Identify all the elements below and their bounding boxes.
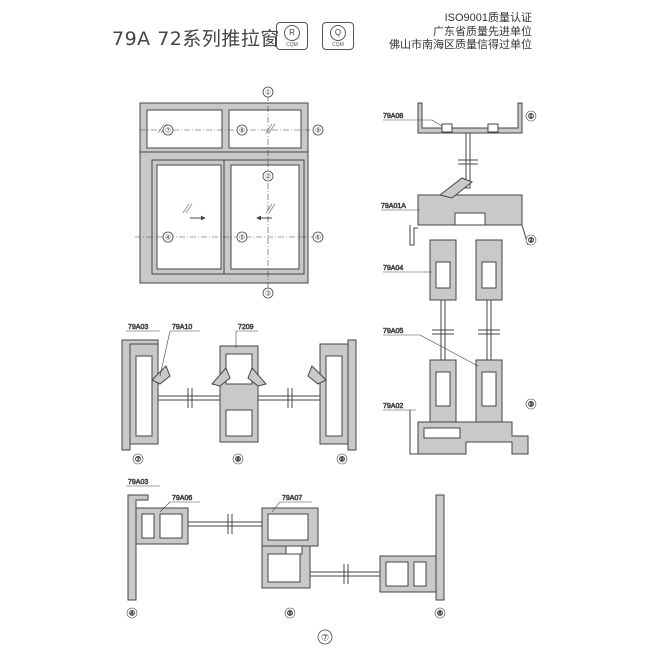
top-left-light <box>146 109 223 149</box>
glass-top-right <box>257 395 321 401</box>
callout-7: ⑦ <box>135 456 141 464</box>
label-79A03: 79A03 <box>128 479 148 486</box>
callout-5: ⑤ <box>239 234 245 242</box>
certification-badge-r: R CQM <box>276 22 308 50</box>
callout-2: ② <box>265 173 271 181</box>
label-79A06: 79A06 <box>172 495 192 502</box>
left-sash-glass <box>156 164 222 270</box>
qualification-province: 广东省质量先进单位 <box>433 25 532 38</box>
glass-top-left <box>157 395 221 401</box>
callout-7: ⑦ <box>165 127 171 135</box>
callout-6: ⑥ <box>437 610 443 618</box>
label-7209: 7209 <box>238 324 254 331</box>
qualification-iso: ISO9001质量认证 <box>444 12 532 24</box>
callout-4: ④ <box>129 610 135 618</box>
profile-79A08 <box>417 102 523 134</box>
page-number-circle <box>317 629 333 645</box>
glass-bottom-right <box>309 571 381 577</box>
cert-sub: CQM <box>332 42 344 48</box>
right-sash-glass <box>230 164 300 270</box>
callout-5: ⑤ <box>287 610 293 618</box>
elevation-callouts: ① ② ③ ④ ⑤ ⑥ ⑦ ⑧ ⑨ <box>162 86 324 299</box>
qualification-city: 佛山市南海区质量信得过单位 <box>389 39 532 51</box>
callout-4: ④ <box>165 234 171 242</box>
vertical-section-labels: 79A08 79A01A 79A04 79A05 79A02 ① ② ③ <box>381 110 537 411</box>
profile-79A03-bottom <box>127 494 149 601</box>
label-79A10: 79A10 <box>172 324 192 331</box>
callout-9: ⑨ <box>315 127 321 135</box>
window-elevation <box>135 95 318 290</box>
horizontal-section-bottom <box>127 494 445 601</box>
callout-8: ⑧ <box>235 456 241 464</box>
cert-symbol: Q <box>330 25 346 41</box>
callout-3: ③ <box>528 401 534 409</box>
callout-9: ⑨ <box>339 456 345 464</box>
page-number: ⑦ <box>321 633 329 643</box>
callout-2: ② <box>528 237 534 245</box>
label-79A05: 79A05 <box>383 328 403 335</box>
label-79A07: 79A07 <box>282 495 302 502</box>
vertical-section <box>409 102 529 455</box>
callout-3: ③ <box>265 290 271 298</box>
certification-badge-q: Q CQM <box>322 22 354 50</box>
label-79A02: 79A02 <box>383 403 403 410</box>
cert-symbol: R <box>284 25 300 41</box>
qualification-list: ISO9001质量认证 广东省质量先进单位 佛山市南海区质量信得过单位 <box>389 12 532 53</box>
callout-1: ① <box>528 113 534 121</box>
horizontal-section-top-labels: 79A03 79A10 7209 ⑦ ⑧ ⑨ <box>126 324 348 465</box>
callout-8: ⑧ <box>239 127 245 135</box>
horizontal-section-top <box>121 339 357 451</box>
horizontal-section-bottom-labels: 79A03 79A06 79A07 ④ ⑤ ⑥ <box>126 479 446 619</box>
label-79A01A: 79A01A <box>381 203 406 210</box>
label-79A03: 79A03 <box>128 324 148 331</box>
label-79A04: 79A04 <box>383 265 403 272</box>
glass-bottom-left <box>187 521 263 527</box>
callout-1: ① <box>265 89 271 97</box>
label-79A08: 79A08 <box>383 113 403 120</box>
callout-6: ⑥ <box>315 234 321 242</box>
page-title: 79A 72系列推拉窗 <box>112 28 280 50</box>
cert-sub: CQM <box>286 42 298 48</box>
